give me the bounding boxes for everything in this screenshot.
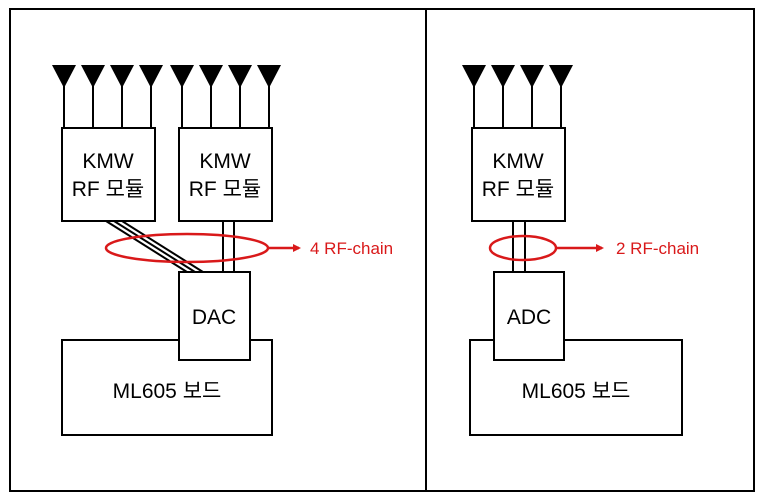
converter-label: DAC — [192, 306, 236, 329]
antenna-icon — [228, 65, 252, 128]
antenna-icon — [199, 65, 223, 128]
rf-module-label: RF 모듈 — [482, 178, 554, 201]
antenna-icon — [110, 65, 134, 128]
rf-module-name: KMW — [82, 150, 134, 173]
rf-chain-cables-right — [512, 221, 526, 272]
rf-chain-highlight-ellipse — [104, 232, 270, 264]
antenna-icon — [520, 65, 544, 128]
antenna-icon — [549, 65, 573, 128]
antenna-group-right — [462, 65, 573, 128]
right-panel: KMW RF 모듈 ML605 보드 ADC 2 RF-chain — [462, 65, 699, 436]
rf-module-name: KMW — [492, 150, 544, 173]
antenna-icon — [491, 65, 515, 128]
rf-module-label: RF 모듈 — [189, 178, 261, 201]
board-label: ML605 보드 — [113, 380, 222, 403]
board-label: ML605 보드 — [522, 380, 631, 403]
rf-module-box — [178, 127, 273, 222]
left-panel: KMW RF 모듈 KMW RF 모듈 ML605 보드 DAC 4 RF-ch… — [52, 65, 393, 436]
rf-module-box — [61, 127, 156, 222]
antenna-group-left-1 — [52, 65, 163, 128]
dac-box — [178, 271, 251, 361]
outer-frame — [9, 8, 755, 492]
antenna-icon — [81, 65, 105, 128]
antenna-icon — [170, 65, 194, 128]
rf-chain-cables-left — [105, 220, 235, 273]
antenna-icon — [462, 65, 486, 128]
rf-module-box — [471, 127, 566, 222]
rf-chain-highlight-ellipse — [488, 234, 558, 262]
antenna-icon — [52, 65, 76, 128]
rf-module-label: RF 모듈 — [72, 178, 144, 201]
rf-chain-annotation: 2 RF-chain — [616, 239, 699, 258]
rf-module-name: KMW — [199, 150, 251, 173]
antenna-group-left-2 — [170, 65, 281, 128]
antenna-icon — [257, 65, 281, 128]
rf-chain-annotation: 4 RF-chain — [310, 239, 393, 258]
converter-label: ADC — [507, 306, 551, 329]
antenna-icon — [139, 65, 163, 128]
adc-box — [493, 271, 565, 361]
